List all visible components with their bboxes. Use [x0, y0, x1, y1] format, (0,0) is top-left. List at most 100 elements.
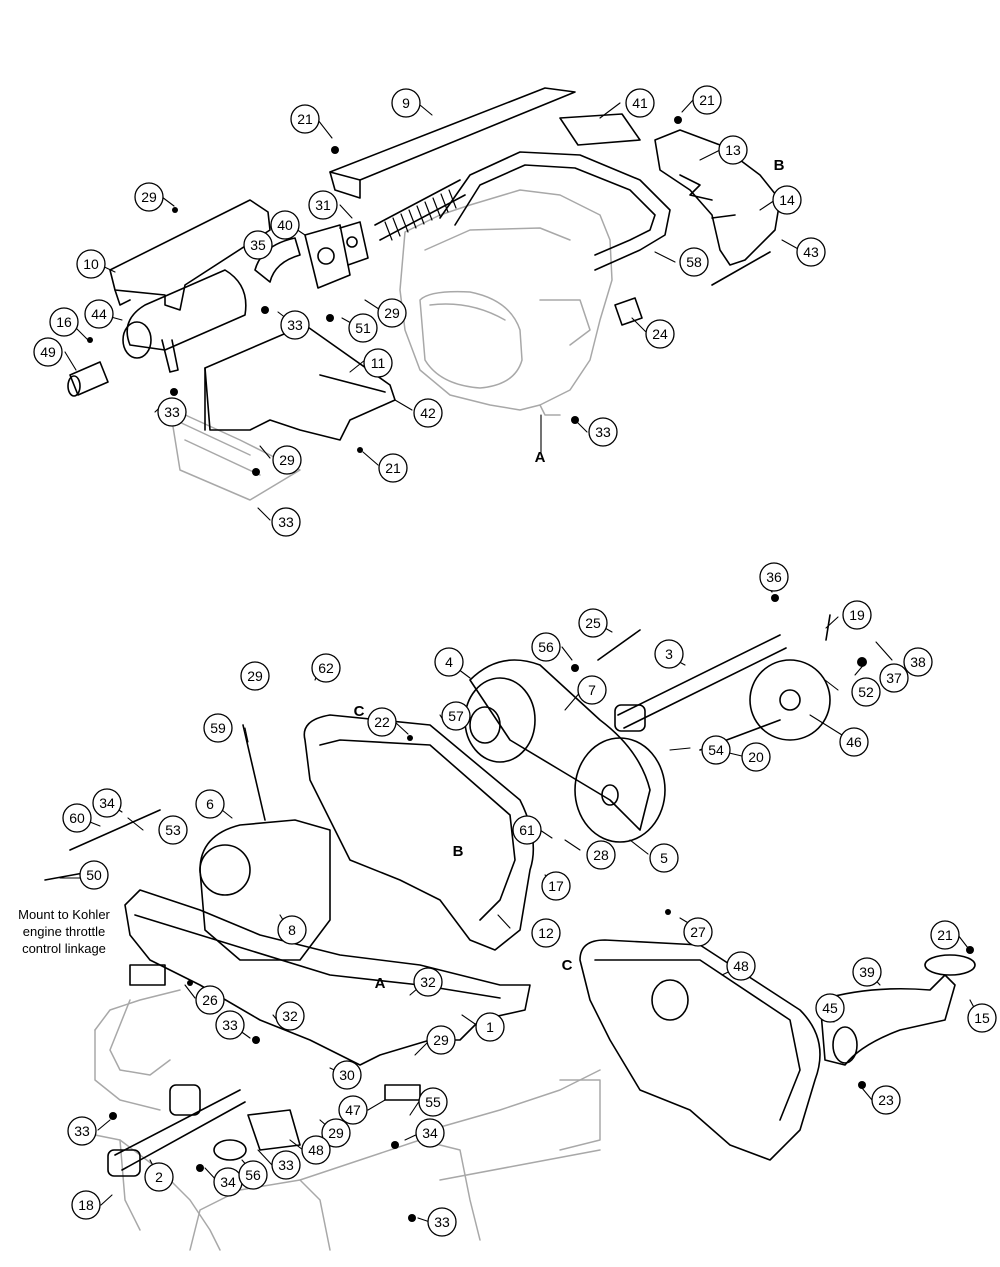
callout-number: 18: [78, 1197, 94, 1213]
callout-circle: [701, 735, 731, 765]
callout-33: 33: [67, 1116, 97, 1146]
callout-34: 34: [213, 1167, 243, 1197]
callout-circle: [49, 307, 79, 337]
callout-number: 16: [56, 314, 72, 330]
callout-50: 50: [79, 860, 109, 890]
callout-14: 14: [772, 185, 802, 215]
callout-3: 3: [654, 639, 684, 669]
callout-circle: [157, 397, 187, 427]
callout-number: 33: [222, 1017, 238, 1033]
callout-circle: [391, 88, 421, 118]
callout-13: 13: [718, 135, 748, 165]
callout-11: 11: [363, 348, 393, 378]
callout-number: 29: [328, 1125, 344, 1141]
callout-number: 5: [660, 850, 668, 866]
callout-28: 28: [586, 840, 616, 870]
callout-29: 29: [321, 1118, 351, 1148]
callout-number: 4: [445, 654, 453, 670]
callout-number: 33: [164, 404, 180, 420]
callout-59: 59: [203, 713, 233, 743]
callout-number: 54: [708, 742, 724, 758]
callout-31: 31: [308, 190, 338, 220]
callout-44: 44: [84, 299, 114, 329]
callout-number: 7: [588, 682, 596, 698]
callout-number: 32: [420, 974, 436, 990]
callout-7: 7: [577, 675, 607, 705]
callout-number: 25: [585, 615, 601, 631]
callout-circle: [842, 600, 872, 630]
callout-circle: [654, 639, 684, 669]
callout-number: 23: [878, 1092, 894, 1108]
callout-62: 62: [311, 653, 341, 683]
callout-circle: [741, 742, 771, 772]
callout-number: 29: [433, 1032, 449, 1048]
callout-1: 1: [475, 1012, 505, 1042]
callout-29: 29: [240, 661, 270, 691]
callout-9: 9: [391, 88, 421, 118]
callout-number: 21: [937, 927, 953, 943]
callout-number: 48: [733, 958, 749, 974]
callout-number: 61: [519, 822, 535, 838]
callout-21: 21: [692, 85, 722, 115]
callout-circle: [71, 1190, 101, 1220]
callout-33: 33: [271, 507, 301, 537]
callout-58: 58: [679, 247, 709, 277]
ghost-frame: [69, 189, 613, 1251]
callout-circle: [195, 985, 225, 1015]
callout-number: 6: [206, 796, 214, 812]
callout-circle: [649, 843, 679, 873]
callout-43: 43: [796, 237, 826, 267]
callout-48: 48: [726, 951, 756, 981]
callout-number: 34: [422, 1125, 438, 1141]
callout-21: 21: [290, 104, 320, 134]
callout-circle: [67, 1116, 97, 1146]
callout-52: 52: [851, 677, 881, 707]
callout-number: 52: [858, 684, 874, 700]
callout-number: 41: [632, 95, 648, 111]
callout-number: 62: [318, 660, 334, 676]
note-line-3: control linkage: [22, 941, 106, 956]
callout-circle: [301, 1135, 331, 1165]
callout-circle: [348, 313, 378, 343]
callout-circle: [271, 1150, 301, 1180]
callout-39: 39: [852, 957, 882, 987]
callout-29: 29: [377, 298, 407, 328]
callout-17: 17: [541, 871, 571, 901]
callout-number: 27: [690, 924, 706, 940]
callout-circle: [377, 298, 407, 328]
reference-letter-A: A: [535, 449, 546, 466]
callout-circle: [275, 1001, 305, 1031]
callout-48: 48: [301, 1135, 331, 1165]
reference-letter-C: C: [354, 703, 365, 720]
callout-circle: [311, 653, 341, 683]
callout-circle: [427, 1207, 457, 1237]
callout-number: 21: [699, 92, 715, 108]
callout-number: 59: [210, 720, 226, 736]
callout-circle: [726, 951, 756, 981]
callout-number: 29: [247, 668, 263, 684]
callout-number: 50: [86, 867, 102, 883]
callout-layer: 1234567891011121314151617181920212121212…: [33, 85, 997, 1237]
callout-number: 55: [425, 1094, 441, 1110]
callout-4: 4: [434, 647, 464, 677]
callout-56: 56: [238, 1160, 268, 1190]
callout-33: 33: [215, 1010, 245, 1040]
callout-29: 29: [272, 445, 302, 475]
callout-circle: [418, 1087, 448, 1117]
callout-38: 38: [903, 647, 933, 677]
callout-55: 55: [418, 1087, 448, 1117]
callout-number: 34: [220, 1174, 236, 1190]
callout-number: 35: [250, 237, 266, 253]
callout-number: 31: [315, 197, 331, 213]
callout-number: 51: [355, 320, 371, 336]
callout-circle: [367, 707, 397, 737]
callout-circle: [240, 661, 270, 691]
callout-number: 12: [538, 925, 554, 941]
callout-number: 29: [384, 305, 400, 321]
callout-number: 24: [652, 326, 668, 342]
callout-number: 21: [297, 111, 313, 127]
callout-number: 34: [99, 795, 115, 811]
callout-32: 32: [275, 1001, 305, 1031]
callout-number: 38: [910, 654, 926, 670]
